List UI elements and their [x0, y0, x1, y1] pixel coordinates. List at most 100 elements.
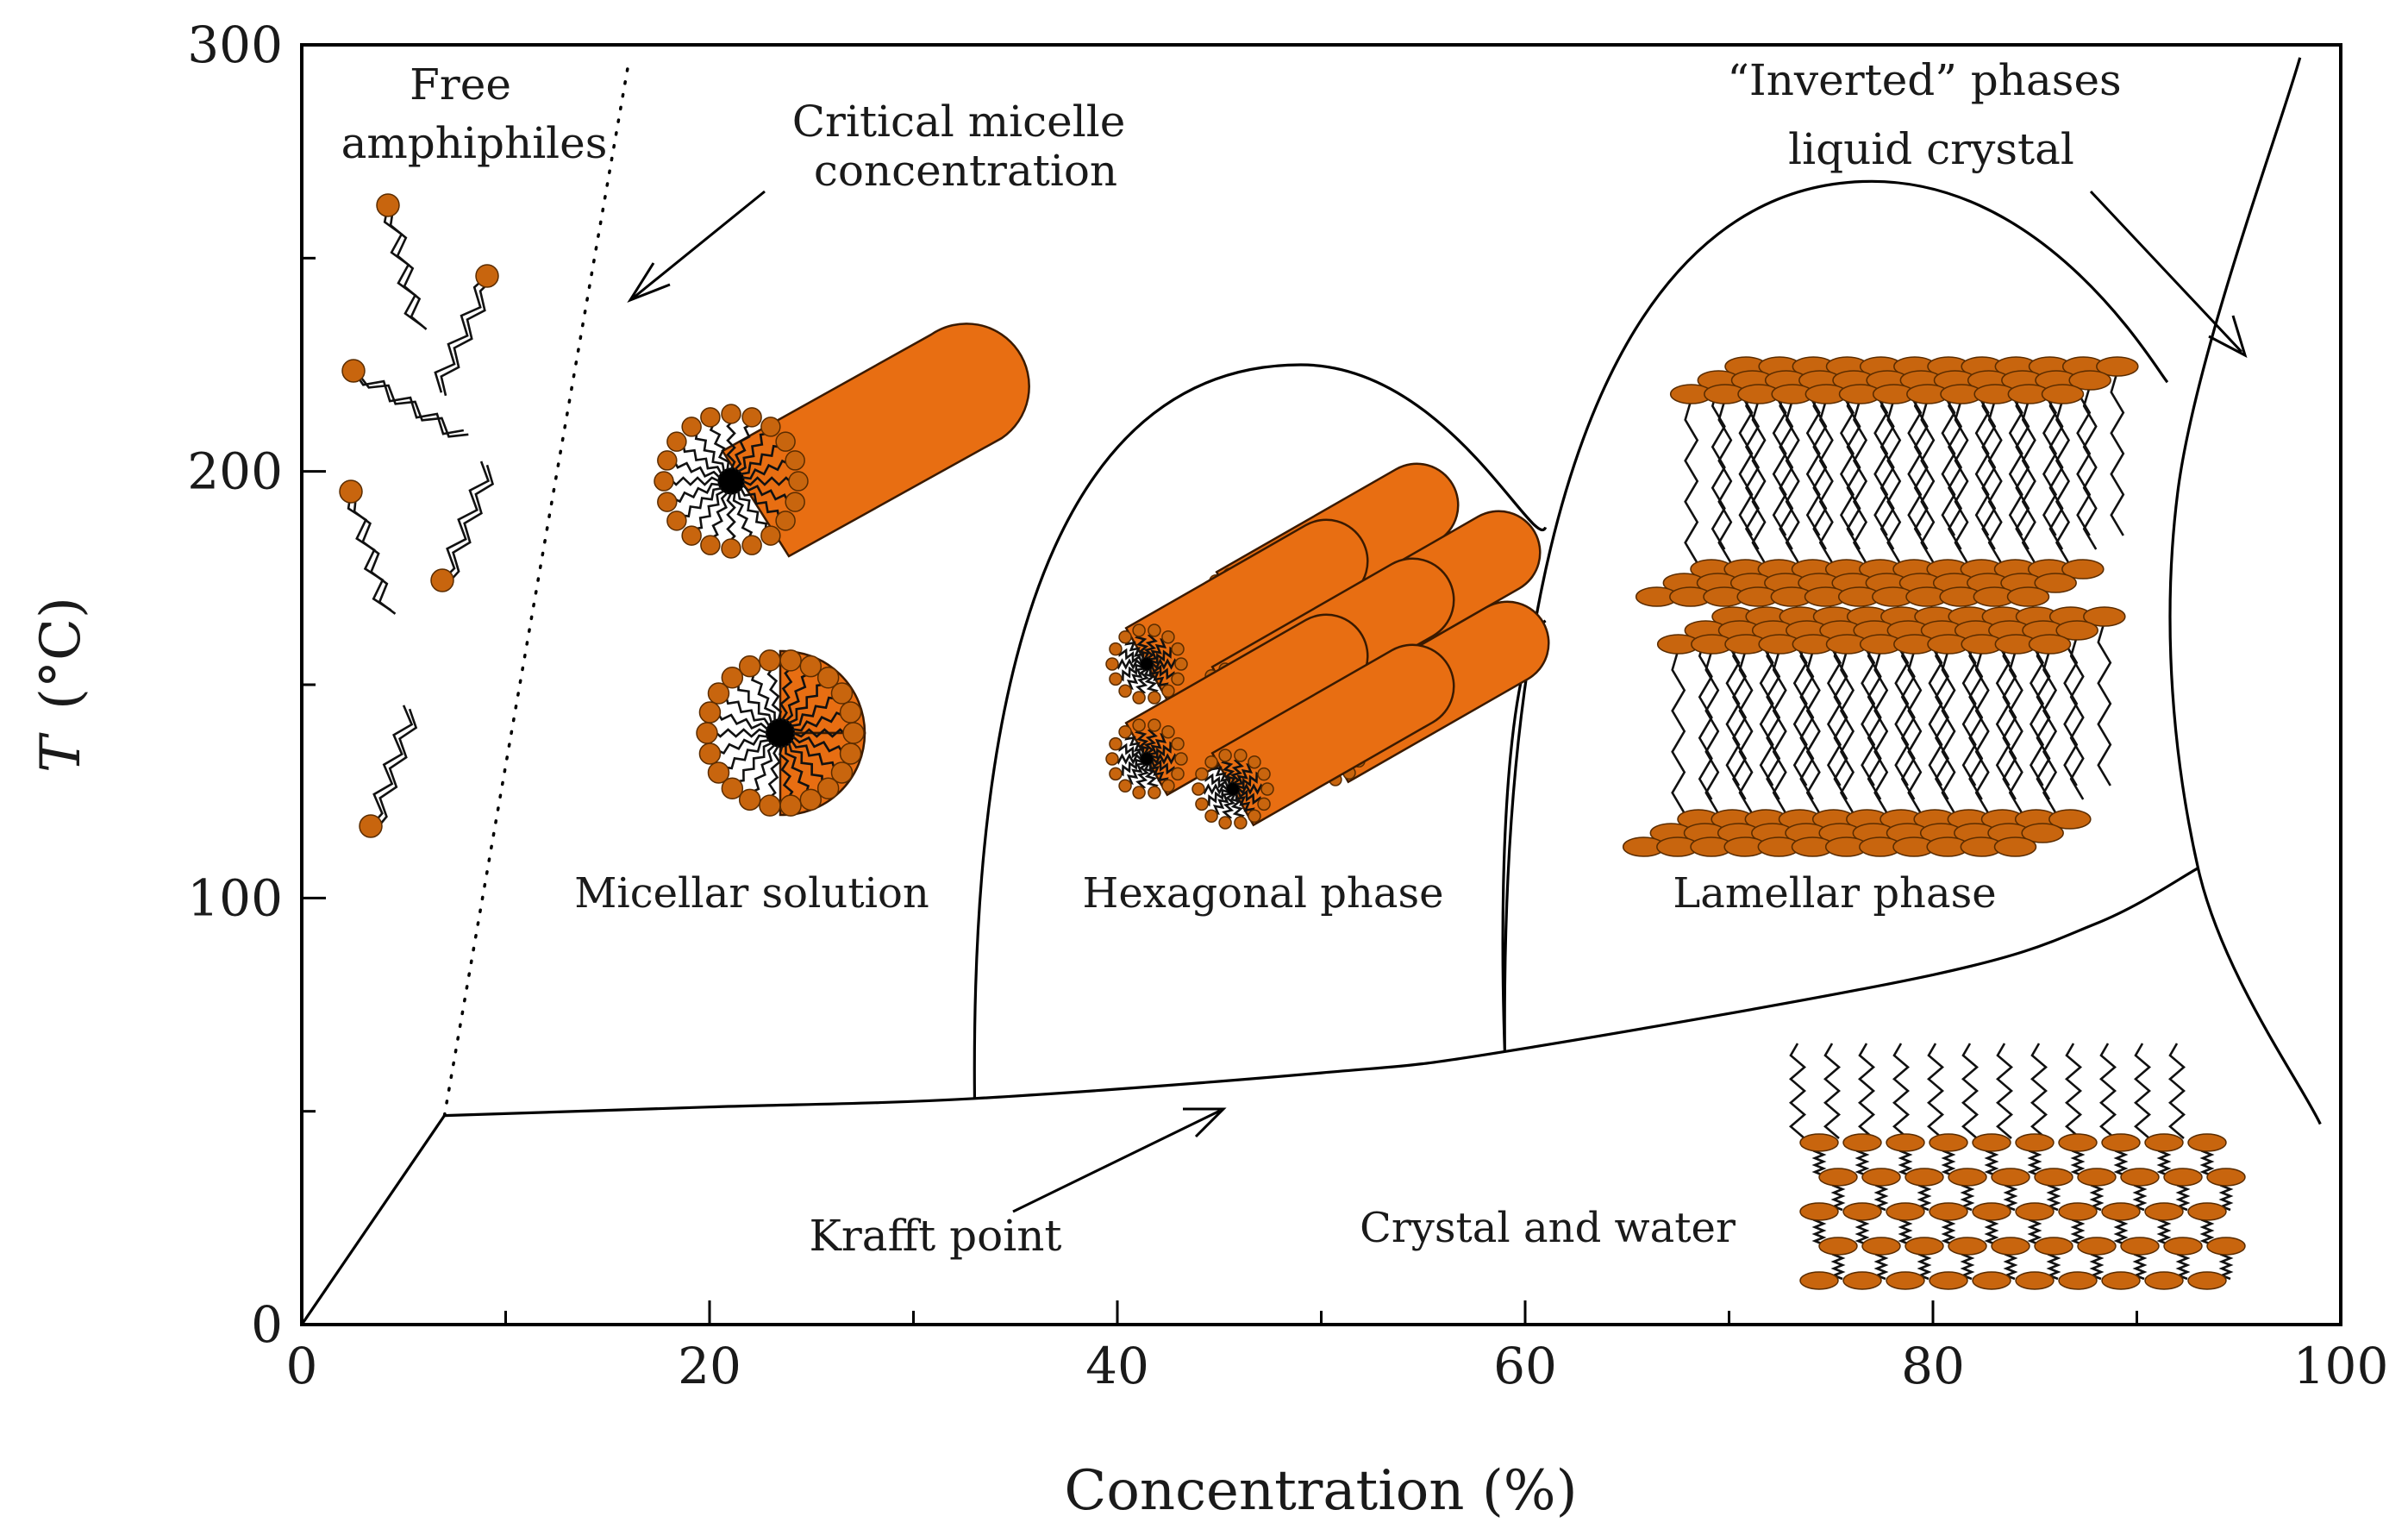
hexagonal-cylinder	[1210, 643, 1455, 827]
micelle-head	[1118, 684, 1132, 699]
crystal-tail	[1941, 1146, 1956, 1177]
crystal-head	[1861, 1237, 1901, 1256]
crystal-tail	[1960, 1250, 1975, 1281]
y-tick-label: 0	[251, 1295, 283, 1354]
amphiphile-tail	[447, 464, 495, 585]
crystal-head	[2077, 1237, 2117, 1256]
micelle-head	[1109, 767, 1123, 781]
micelle-core	[717, 467, 745, 495]
lamellar-head-bottom	[2048, 809, 2092, 830]
crystal-head	[2187, 1133, 2227, 1152]
micelle-head	[681, 417, 702, 437]
lamellar-tail	[1839, 648, 1855, 814]
crystal-head	[1929, 1271, 1968, 1290]
lamellar-tail	[2036, 635, 2051, 800]
micelle-head	[1148, 623, 1161, 637]
micelle-head	[1132, 786, 1146, 799]
micelle-head	[666, 431, 687, 452]
free-amphiphiles-illustration	[339, 193, 499, 838]
crystal-head	[2058, 1271, 2098, 1290]
crystal-tail	[2003, 1250, 2018, 1281]
crystal-head	[2206, 1168, 2246, 1187]
x-tick-label: 20	[678, 1337, 741, 1395]
crystal-tail	[1892, 1043, 1910, 1139]
micelle-head	[700, 535, 721, 555]
lamellar-tail	[1886, 398, 1902, 564]
crystal-head	[1905, 1237, 1944, 1256]
lamellar-head-bottom	[2006, 586, 2050, 607]
lamellar-tail	[1785, 398, 1800, 564]
lamellar-tail	[1671, 648, 1686, 814]
krafft-point-label: Krafft point	[810, 1211, 1062, 1261]
amphiphile-head	[430, 568, 454, 592]
crystal-and-water-illustration	[1789, 1043, 2246, 1290]
lamellar-tail	[1684, 398, 1699, 564]
inverted-phase-boundary	[2168, 57, 2322, 1125]
free-amphiphiles-label: Free amphiphiles	[341, 60, 608, 168]
micelle-head	[788, 471, 809, 492]
amphiphile-tail	[441, 460, 491, 581]
crystal-and-water-label: Crystal and water	[1360, 1204, 1736, 1252]
crystal-head	[2163, 1168, 2203, 1187]
crystal-tail	[1854, 1215, 1870, 1246]
micelle-head	[721, 777, 744, 799]
x-tick-label: 40	[1085, 1337, 1149, 1395]
crystal-head	[2144, 1271, 2184, 1290]
crystal-tail	[1898, 1146, 1913, 1177]
micelle-head	[759, 794, 781, 817]
inverted-arrow	[2089, 190, 2248, 358]
y-axis-title-unit: (°C)	[29, 597, 93, 710]
crystal-head	[2058, 1202, 2098, 1221]
crystal-head	[2163, 1237, 2203, 1256]
spherical-micelle-illustration	[696, 649, 866, 817]
lamellar-head-bottom	[2061, 559, 2105, 580]
crystal-head	[1842, 1271, 1882, 1290]
crystal-tail	[2113, 1215, 2129, 1246]
crystal-head	[1799, 1202, 1839, 1221]
crystal-head	[2120, 1168, 2160, 1187]
lamellar-tail	[1974, 648, 1990, 814]
crystal-tail	[2199, 1146, 2215, 1177]
crystal-head	[2187, 1202, 2227, 1221]
free-amphiphiles-line-2: amphiphiles	[341, 118, 608, 168]
micelle-core	[1140, 752, 1154, 766]
crystal-tail	[1996, 1043, 2013, 1139]
lamellar-tail	[1846, 385, 1861, 550]
micelle-head	[696, 722, 718, 744]
crystal-tail	[1823, 1043, 1841, 1139]
amphiphile-tail	[370, 705, 414, 827]
lamellar-tail	[1751, 398, 1767, 564]
micelle-head	[1257, 797, 1271, 811]
lamellar-tail	[2015, 385, 2030, 550]
lamellar-tail	[2021, 398, 2036, 564]
rod-micelle-cross-section	[654, 404, 809, 559]
lamellar-tail	[1852, 398, 1868, 564]
micelle-head	[779, 794, 802, 817]
micelle-head	[775, 511, 796, 531]
crystal-head	[1799, 1271, 1839, 1290]
inverted-label-line-1: “Inverted” phases	[1727, 55, 2121, 105]
crystal-head	[1799, 1133, 1839, 1152]
inverted-label-line-2: liquid crystal	[1788, 124, 2074, 174]
micelle-head	[1204, 755, 1218, 769]
crystal-tail	[1917, 1181, 1932, 1212]
crystal-head	[1861, 1168, 1901, 1187]
micelle-head	[707, 682, 730, 705]
crystal-head	[2101, 1133, 2141, 1152]
crystal-tail	[2199, 1215, 2215, 1246]
crystal-tail	[1984, 1215, 1999, 1246]
crystal-head	[2144, 1202, 2184, 1221]
crystal-tail	[2027, 1146, 2042, 1177]
crystal-tail	[2175, 1181, 2191, 1212]
micelle-head	[1218, 816, 1232, 830]
lamellar-tail	[1704, 648, 1720, 814]
crystal-tail	[1830, 1250, 1846, 1281]
micelle-head	[1195, 767, 1209, 781]
micelle-head	[681, 525, 702, 546]
crystal-head	[2120, 1237, 2160, 1256]
crystal-head	[1886, 1133, 1925, 1152]
crystal-tail	[2134, 1043, 2151, 1139]
crystal-head	[1972, 1202, 2011, 1221]
